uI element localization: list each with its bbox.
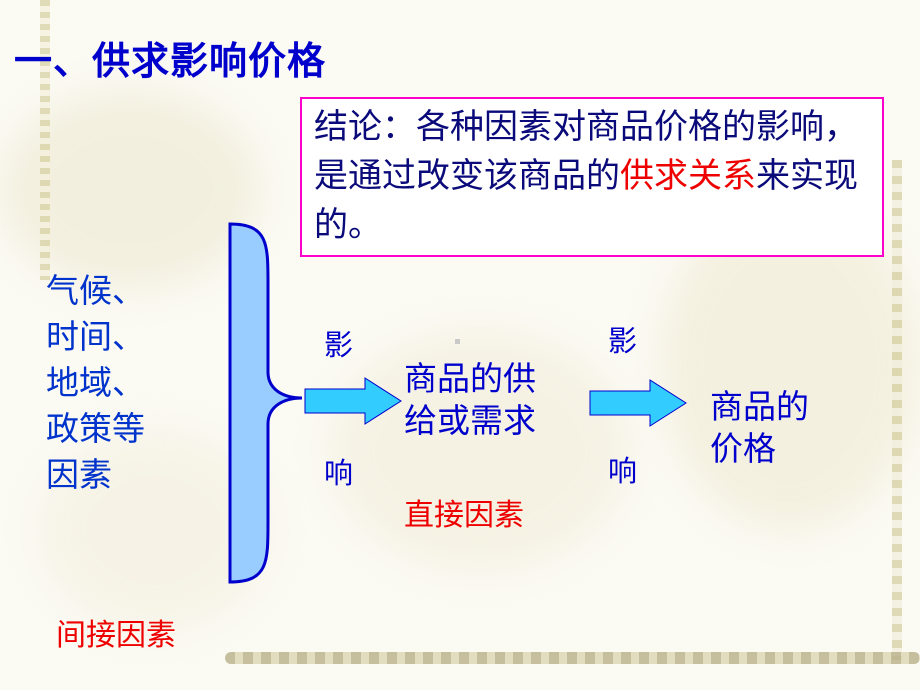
background-decoration [330, 330, 630, 570]
supply-demand-line: 商品的供 [404, 359, 536, 398]
dot-marker [455, 339, 460, 344]
direct-factor-label: 直接因素 [404, 498, 524, 533]
arrow1-label-top: 影 [324, 328, 354, 362]
right-arrow-icon [304, 377, 402, 425]
arrow2-label-top: 影 [608, 324, 638, 358]
conclusion-highlight: 供求关系 [620, 156, 756, 196]
factor-item: 地域、 [46, 363, 145, 402]
slide-title: 一、供求影响价格 [14, 39, 327, 83]
factor-item: 因素 [46, 455, 112, 494]
conclusion-text: 结论：各种因素对商品价格的影响，是通过改变该商品的 [314, 107, 858, 196]
conclusion-box: 结论：各种因素对商品价格的影响，是通过改变该商品的供求关系来实现的。 [300, 97, 884, 257]
arrow2-label-bottom: 响 [608, 454, 638, 488]
indirect-factor-label: 间接因素 [56, 618, 176, 653]
supply-demand-line: 给或需求 [404, 401, 536, 440]
arrow1-label-bottom: 响 [324, 456, 354, 490]
factors-list: 气候、 时间、 地域、 政策等 因素 [46, 268, 145, 498]
background-decoration [0, 90, 260, 290]
price-line: 商品的 [710, 387, 809, 426]
supply-demand-text: 商品的供 给或需求 [404, 358, 536, 442]
factor-item: 政策等 [46, 409, 145, 448]
price-line: 价格 [710, 429, 776, 468]
brace-shape [228, 222, 303, 584]
factor-item: 气候、 [46, 271, 145, 310]
conclusion-text-end: 来实现的。 [314, 156, 858, 245]
vine-decoration [40, 0, 50, 280]
right-arrow-icon [589, 379, 687, 427]
vine-decoration [892, 160, 902, 660]
vine-decoration [225, 652, 920, 664]
factor-item: 时间、 [46, 317, 145, 356]
price-text: 商品的 价格 [710, 386, 809, 470]
